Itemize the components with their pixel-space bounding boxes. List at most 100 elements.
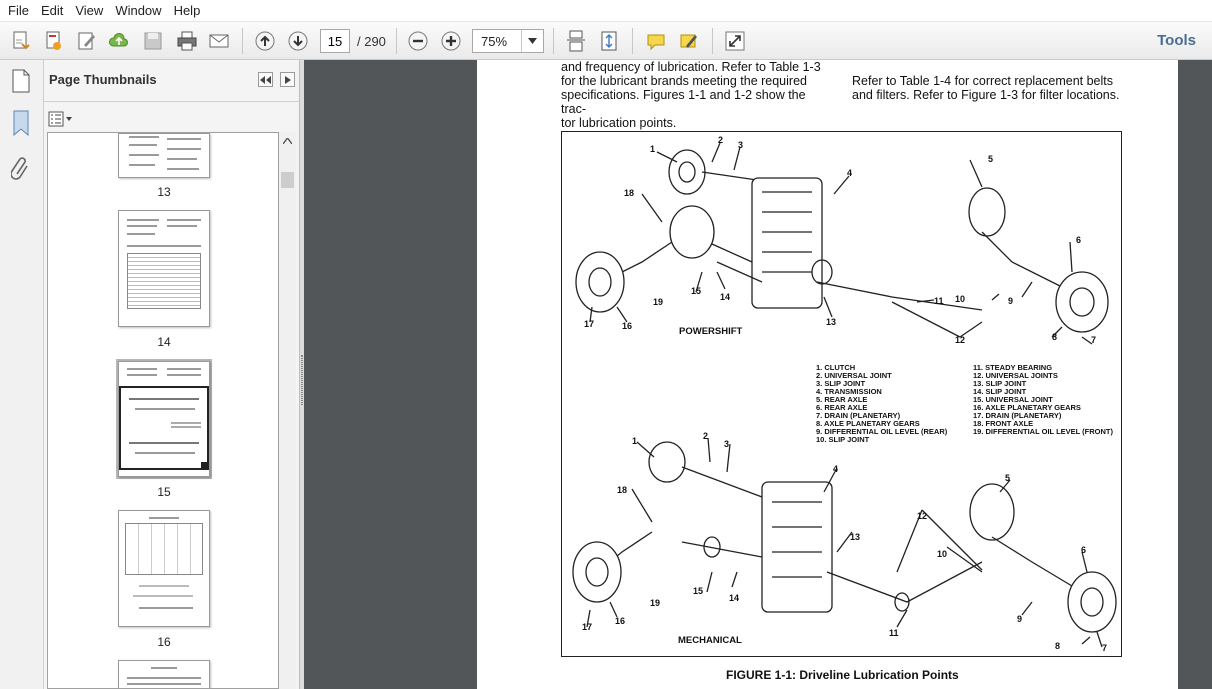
thumbnail-page-16[interactable] (118, 510, 210, 627)
callout: 14 (729, 593, 740, 603)
collapse-panel-button[interactable] (258, 72, 273, 87)
legend-item: 12. UNIVERSAL JOINTS (973, 371, 1058, 380)
callout: 11 (889, 628, 899, 638)
cloud-upload-icon (109, 32, 128, 47)
scroll-up-button[interactable] (279, 132, 296, 149)
save-icon (144, 32, 162, 50)
fit-page-icon (601, 31, 617, 51)
menu-help[interactable]: Help (173, 2, 201, 18)
double-chevron-left-icon (260, 75, 271, 84)
panel-header: Page Thumbnails (44, 60, 300, 102)
zoom-dropdown-button[interactable] (521, 30, 543, 52)
callout: 8 (1052, 332, 1058, 342)
callout: 5 (988, 154, 994, 164)
zoom-value: 75% (481, 34, 508, 49)
callout: 1 (632, 436, 638, 446)
thumbnail-options-button[interactable] (48, 110, 74, 128)
left-column-text: and frequency of lubrication. Refer to T… (561, 60, 831, 130)
figure-1-1: 1 2 3 4 5 6 7 8 9 10 11 12 13 14 15 16 1… (561, 131, 1122, 657)
text-line: for the lubricant brands meeting the req… (561, 74, 807, 88)
callout: 16 (622, 321, 633, 331)
callout: 2 (703, 431, 709, 441)
combine-files-button[interactable] (40, 28, 66, 54)
printer-icon (177, 31, 197, 51)
save-button[interactable] (140, 28, 166, 54)
menu-file[interactable]: File (8, 2, 29, 18)
navigation-pane-rail (0, 60, 44, 689)
powershift-label: POWERSHIFT (679, 326, 743, 337)
thumbnail-page-17[interactable] (118, 660, 210, 688)
upload-cloud-button[interactable] (106, 28, 132, 54)
callout: 19 (650, 598, 661, 608)
legend-item: 18. FRONT AXLE (973, 419, 1034, 428)
thumbnail-list: 13 14 (47, 132, 279, 689)
edit-pdf-button[interactable] (74, 28, 100, 54)
legend-item: 15. UNIVERSAL JOINT (973, 395, 1053, 404)
callout: 13 (850, 532, 861, 542)
create-pdf-button[interactable] (8, 28, 34, 54)
create-pdf-icon (13, 31, 30, 50)
callout: 12 (955, 335, 966, 345)
callout: 4 (847, 168, 853, 178)
fullscreen-button[interactable] (722, 28, 748, 54)
menu-edit[interactable]: Edit (40, 2, 64, 18)
comment-button[interactable] (643, 28, 669, 54)
callout: 5 (1005, 473, 1011, 483)
thumbnail-page-15[interactable] (118, 361, 210, 477)
panel-title: Page Thumbnails (49, 72, 157, 87)
powershift-drivetrain (575, 149, 1109, 333)
arrow-up-icon (255, 31, 275, 51)
callout: 13 (826, 317, 837, 327)
zoom-in-button[interactable] (438, 28, 464, 54)
highlight-button[interactable] (676, 28, 702, 54)
page-icon (12, 69, 30, 93)
options-list-icon (48, 111, 72, 127)
legend-item: 19. DIFFERENTIAL OIL LEVEL (FRONT) (973, 427, 1114, 436)
zoom-select[interactable]: 75% (472, 29, 544, 53)
menu-bar: File Edit View Window Help (0, 0, 1212, 22)
legend-item: 6. REAR AXLE (816, 403, 868, 412)
figure-caption: FIGURE 1-1: Driveline Lubrication Points (726, 668, 959, 682)
text-line: Refer to Table 1-4 for correct replaceme… (852, 74, 1114, 88)
callout: 7 (1091, 335, 1097, 345)
page-thumbnails-nav-button[interactable] (8, 66, 34, 96)
combine-files-icon (46, 31, 61, 50)
fit-page-button[interactable] (596, 28, 622, 54)
print-button[interactable] (174, 28, 200, 54)
toolbar: / 290 75% Tools (0, 22, 1212, 60)
thumbnail-scrollbar[interactable] (279, 132, 296, 689)
callout: 3 (738, 140, 744, 150)
bookmarks-nav-button[interactable] (8, 108, 34, 138)
scroll-thumb[interactable] (281, 172, 294, 188)
callout: 1 (650, 144, 656, 154)
next-page-button[interactable] (285, 28, 311, 54)
legend-item: 2. UNIVERSAL JOINT (816, 371, 892, 380)
page-number-input[interactable] (320, 29, 350, 53)
legend-item: 9. DIFFERENTIAL OIL LEVEL (REAR) (816, 427, 948, 436)
callout: 18 (624, 188, 635, 198)
menu-view[interactable]: View (75, 2, 104, 18)
email-button[interactable] (206, 28, 232, 54)
thumbnail-page-14[interactable] (118, 210, 210, 327)
legend-item: 14. SLIP JOINT (973, 387, 1027, 396)
text-line: tor lubrication points. (561, 116, 677, 130)
callout: 14 (720, 292, 731, 302)
thumbnail-page-13[interactable] (118, 133, 210, 178)
chevron-down-icon (528, 38, 537, 44)
menu-window[interactable]: Window (115, 2, 162, 18)
legend-item: 1. CLUTCH (816, 363, 856, 372)
scrolling-mode-button[interactable] (563, 28, 589, 54)
previous-page-button[interactable] (252, 28, 278, 54)
thumbnail-page-number: 13 (157, 185, 171, 199)
zoom-out-button[interactable] (405, 28, 431, 54)
text-line: specifications. Figures 1-1 and 1-2 show… (561, 88, 806, 116)
legend-item: 5. REAR AXLE (816, 395, 868, 404)
expand-panel-button[interactable] (280, 72, 295, 87)
tools-pane-button[interactable]: Tools (1157, 32, 1196, 49)
legend-item: 7. DRAIN (PLANETARY) (816, 411, 901, 420)
splitter-grip (301, 355, 303, 405)
callout: 17 (584, 319, 595, 329)
attachments-nav-button[interactable] (8, 152, 34, 182)
callout: 11 (934, 296, 944, 306)
legend-item: 8. AXLE PLANETARY GEARS (816, 419, 920, 428)
